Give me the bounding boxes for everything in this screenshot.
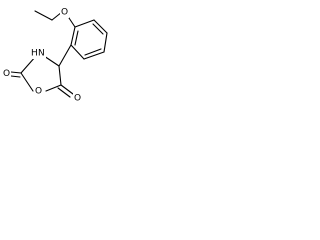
label-bg <box>34 86 45 97</box>
bond-benzene-1 <box>74 19 95 28</box>
bond-c2-carbonyl-b <box>10 75 21 78</box>
bond-benzene-2 <box>93 19 108 34</box>
atom-nitrogen: N <box>38 49 45 59</box>
bond-c5-c4 <box>58 65 62 86</box>
atom-nitrogen-hydrogen: H <box>31 49 38 59</box>
bond-benzene-3 <box>103 32 108 53</box>
bond-c5-carbonyl-a <box>60 84 74 95</box>
bond-o1-c5 <box>45 84 62 92</box>
bond-aryl-c4 <box>58 44 72 67</box>
bond-benzene-2-inner <box>92 23 104 35</box>
bond-ethyl-ch3-ch2 <box>34 10 53 21</box>
bond-c2-o1 <box>20 72 34 92</box>
atom-carbonyl-oxygen-left: O <box>3 69 10 79</box>
label-bg <box>60 7 69 18</box>
bond-c2-carbonyl-a <box>10 71 22 74</box>
label-bg <box>73 93 83 104</box>
oxazolidinedione-structure-diagram: O H N O O O <box>2 7 108 104</box>
bonds <box>10 10 108 98</box>
atom-carbonyl-oxygen-right: O <box>74 94 81 104</box>
bond-benzene-4 <box>83 51 105 60</box>
bond-c5-carbonyl-b <box>57 87 71 98</box>
label-bg <box>2 69 11 80</box>
atom-ether-oxygen: O <box>61 8 68 18</box>
bond-benzene-6-inner <box>74 30 79 46</box>
bond-c4-n3 <box>43 55 60 67</box>
bond-benzene-5 <box>70 44 85 60</box>
label-bg <box>30 48 46 59</box>
atom-ring-oxygen: O <box>35 87 42 97</box>
bond-benzene-4-inner <box>84 48 102 56</box>
atom-labels: O H N O O O <box>2 7 83 104</box>
bond-benzene-6 <box>70 26 76 46</box>
